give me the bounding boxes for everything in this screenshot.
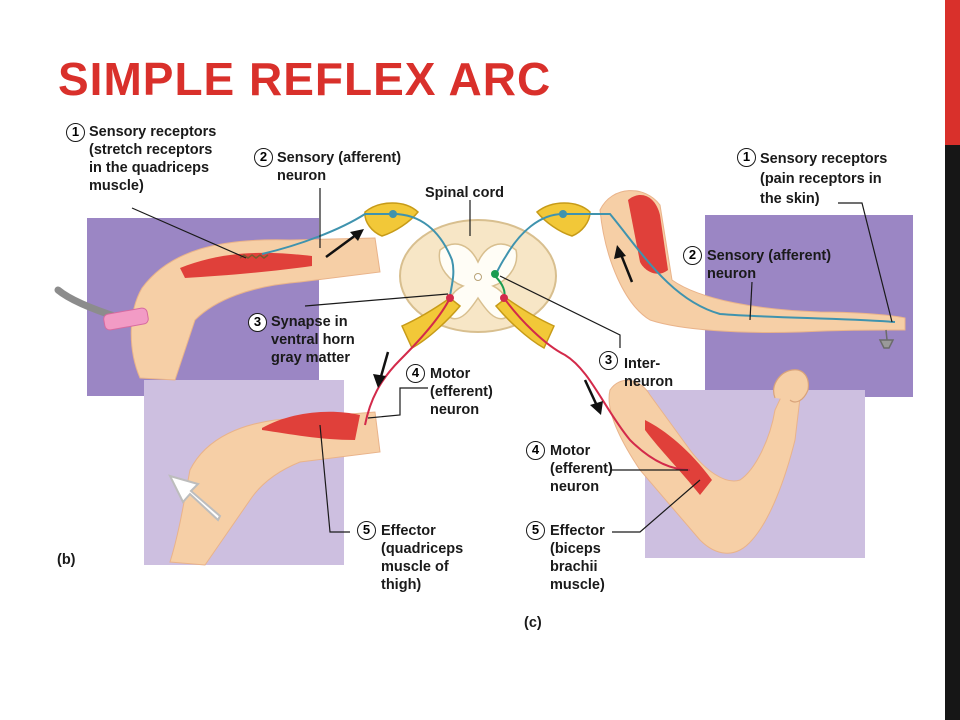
slide-title: SIMPLE REFLEX ARC xyxy=(58,53,552,105)
sensory-nerve-b xyxy=(261,213,455,299)
motor-nerve-b xyxy=(364,297,451,426)
label-c5-effector: Effector (biceps brachii muscle) xyxy=(550,523,605,593)
label-c1-sensory-receptors: Sensory receptors (pain receptors in the… xyxy=(760,151,888,207)
motor-neuron-cell-body-right xyxy=(500,294,508,302)
impulse-arrow-sensory-b-head xyxy=(350,229,364,241)
accent-bar xyxy=(945,0,960,720)
leader-b4 xyxy=(367,387,428,419)
thumbtack xyxy=(878,329,895,349)
step-badge-c1: 1 xyxy=(737,148,756,167)
motor-neuron-cell-body-left xyxy=(446,294,454,302)
leader-c1 xyxy=(838,202,893,323)
kick-direction-arrow xyxy=(168,474,222,522)
step-badge-b3: 3 xyxy=(248,313,267,332)
interneuron-cell-body xyxy=(491,270,499,278)
ventral-root-left xyxy=(401,297,462,350)
leader-b3 xyxy=(304,293,449,307)
label-b3-synapse: Synapse in ventral horn gray matter xyxy=(271,314,355,366)
sensory-receptor-squiggle xyxy=(239,254,269,259)
label-c2-sensory-neuron: Sensory (afferent) neuron xyxy=(707,248,832,282)
panel-c-tag: (c) xyxy=(524,615,542,631)
sensory-nerve-c xyxy=(494,213,896,323)
motor-nerve-c xyxy=(503,297,691,471)
accent-bar-red xyxy=(945,0,960,145)
dorsal-root-ganglion-right xyxy=(535,202,591,237)
spinal-cord-cross-section xyxy=(399,219,557,333)
label-b4-motor-neuron: Motor (efferent) neuron xyxy=(430,366,493,418)
step-badge-b4: 4 xyxy=(406,364,425,383)
quadriceps-muscle-upper xyxy=(180,252,312,278)
step-badge-c3: 3 xyxy=(599,351,618,370)
step-badge-c4: 4 xyxy=(526,441,545,460)
step-badge-b1: 1 xyxy=(66,123,85,142)
leader-c2 xyxy=(749,281,753,321)
step-badge-c2: 2 xyxy=(683,246,702,265)
label-b2-sensory-neuron: Sensory (afferent) neuron xyxy=(277,150,402,184)
leader-b5 xyxy=(319,424,350,533)
step-badge-b2: 2 xyxy=(254,148,273,167)
reflex-hammer-head xyxy=(103,307,149,331)
panel-b-tag: (b) xyxy=(57,552,76,568)
leader-b1 xyxy=(131,207,247,259)
biceps-muscle-upper xyxy=(628,195,668,274)
arm-upper xyxy=(599,190,906,333)
impulse-arrow-sensory-c-head xyxy=(614,245,626,259)
quadriceps-muscle-lower xyxy=(262,411,360,440)
biceps-muscle-lower xyxy=(645,420,712,495)
label-b1-sensory-receptors: Sensory receptors (stretch receptors in … xyxy=(89,124,217,194)
leg-thigh-lower xyxy=(169,411,381,566)
label-spinal-cord: Spinal cord xyxy=(425,185,504,201)
leader-c5 xyxy=(612,479,701,533)
impulse-arrow-motor-b-head xyxy=(373,374,386,388)
dorsal-root-ganglion-left xyxy=(364,202,420,237)
accent-bar-black xyxy=(945,145,960,720)
label-c4-motor-neuron: Motor (efferent) neuron xyxy=(550,443,613,495)
step-badge-c5: 5 xyxy=(526,521,545,540)
arm-lower xyxy=(608,380,801,554)
label-c3-interneuron: Inter- neuron xyxy=(624,356,674,390)
impulse-arrow-motor-c-head xyxy=(590,401,603,415)
label-b5-effector: Effector (quadriceps muscle of thigh) xyxy=(381,523,464,593)
step-badge-b5: 5 xyxy=(357,521,376,540)
leader-c3 xyxy=(499,275,621,348)
hand-lower xyxy=(773,369,809,403)
